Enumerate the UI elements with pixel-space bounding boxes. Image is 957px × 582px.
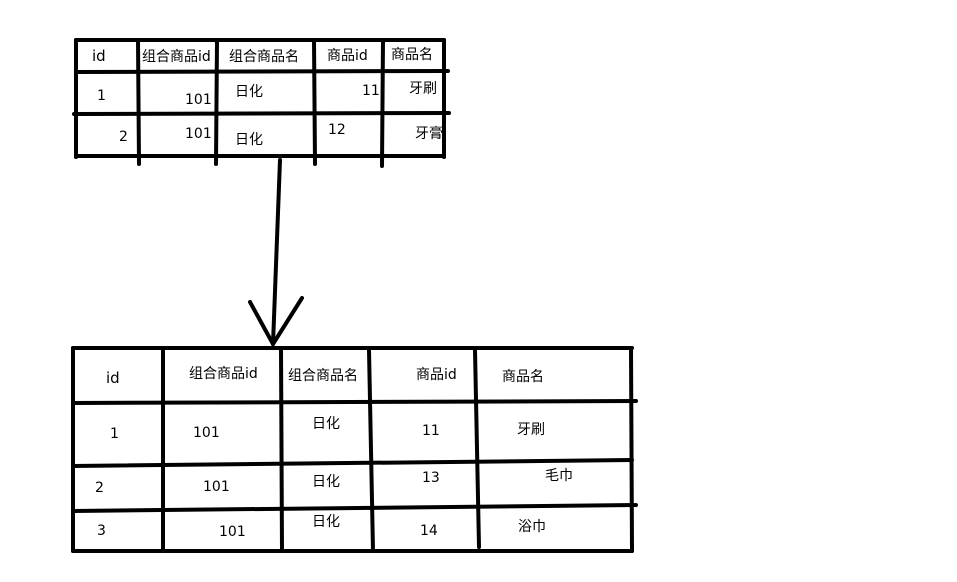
bottom-row3-combo-name: 日化 — [312, 514, 340, 530]
bottom-header-product-name: 商品名 — [502, 369, 544, 385]
bottom-header-id: id — [106, 369, 120, 387]
bottom-row2-product-id: 13 — [422, 470, 440, 486]
bottom-row1-id: 1 — [110, 426, 119, 442]
bottom-row3-product-name: 浴巾 — [518, 519, 546, 535]
top-row2-id: 2 — [119, 129, 128, 145]
bottom-row2-product-name: 毛巾 — [545, 468, 573, 484]
top-header-product-name: 商品名 — [391, 47, 433, 63]
bottom-row1-product-name: 牙刷 — [517, 422, 545, 438]
bottom-row2-combo-id: 101 — [203, 479, 230, 495]
bottom-header-combo-name: 组合商品名 — [288, 368, 358, 384]
top-row2-product-name: 牙膏 — [415, 126, 443, 142]
bottom-table-grid — [71, 346, 638, 553]
bottom-header-product-id: 商品id — [416, 367, 457, 383]
down-arrow-icon — [248, 158, 304, 346]
bottom-row2-combo-name: 日化 — [312, 474, 340, 490]
bottom-header-combo-id: 组合商品id — [189, 366, 258, 382]
bottom-row2-id: 2 — [95, 480, 104, 496]
bottom-row3-id: 3 — [97, 523, 106, 539]
top-row2-combo-id: 101 — [185, 126, 212, 142]
top-row2-product-id: 12 — [328, 122, 346, 138]
bottom-row1-product-id: 11 — [422, 423, 440, 439]
bottom-row1-combo-id: 101 — [193, 425, 220, 441]
top-row1-id: 1 — [97, 88, 106, 104]
top-row1-combo-id: 101 — [185, 92, 212, 108]
bottom-row3-product-id: 14 — [420, 523, 438, 539]
bottom-row1-combo-name: 日化 — [312, 416, 340, 432]
top-header-product-id: 商品id — [327, 48, 368, 64]
bottom-row3-combo-id: 101 — [219, 524, 246, 540]
top-row2-combo-name: 日化 — [235, 132, 263, 148]
top-header-combo-id: 组合商品id — [142, 49, 211, 65]
top-row1-product-id: 11 — [362, 83, 380, 99]
top-row1-product-name: 牙刷 — [409, 81, 437, 97]
top-header-id: id — [92, 47, 106, 65]
top-table-grid — [72, 38, 451, 168]
top-row1-combo-name: 日化 — [235, 84, 263, 100]
top-header-combo-name: 组合商品名 — [229, 49, 299, 65]
